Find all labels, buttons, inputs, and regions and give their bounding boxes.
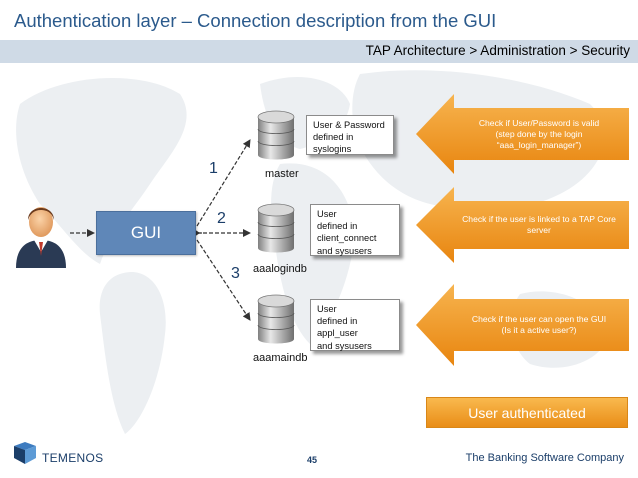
database-label: master <box>265 168 299 180</box>
database-icon <box>257 110 295 160</box>
temenos-logo-icon <box>14 442 36 464</box>
check-arrow: Check if the user is linked to a TAP Cor… <box>416 187 630 263</box>
callout-line: User <box>317 304 337 314</box>
user-authenticated-box: User authenticated <box>426 397 628 428</box>
step-number: 2 <box>217 210 226 227</box>
arrow-text-line: (step done by the login “aaa_login_manag… <box>495 128 583 150</box>
callout-box: User defined in client_connect and sysus… <box>310 204 400 256</box>
callout-line: defined in <box>317 316 358 327</box>
callout-line: syslogins <box>313 144 352 155</box>
arrow-text-line: Check if User/Password is valid <box>478 117 600 128</box>
callout-line: and sysusers <box>317 340 372 351</box>
callout-box: User & Password defined in syslogins <box>306 115 394 155</box>
page-number: 45 <box>307 455 318 465</box>
arrow-text-line: Check if the user can open the GUI <box>471 314 607 324</box>
database-icon <box>257 203 295 253</box>
temenos-logo-text: TEMENOS <box>42 451 104 465</box>
callout-line: User <box>317 209 337 219</box>
callout-line: defined in <box>313 132 354 143</box>
temenos-logo: TEMENOS <box>12 440 122 468</box>
database-icon <box>257 294 295 344</box>
callout-line: appl_user <box>317 328 358 339</box>
breadcrumb-bar: TAP Architecture > Administration > Secu… <box>0 40 638 63</box>
check-arrow: Check if the user can open the GUI (Is i… <box>416 284 630 366</box>
arrow-text-line: Check if the user is linked to a TAP Cor… <box>462 214 616 235</box>
user-icon <box>16 207 66 268</box>
check-arrow: Check if User/Password is valid (step do… <box>416 94 630 174</box>
callout-line: defined in <box>317 221 358 232</box>
gui-box: GUI <box>96 211 196 255</box>
step-number: 1 <box>209 160 218 177</box>
database-label: aaamaindb <box>253 352 308 364</box>
callout-line: User & Password <box>313 120 385 130</box>
arrow-text-line: (Is it a active user?) <box>501 325 577 335</box>
slide-title: Authentication layer – Connection descri… <box>14 10 497 31</box>
callout-line: client_connect <box>317 233 377 244</box>
step-number: 3 <box>231 265 240 282</box>
footer-tagline: The Banking Software Company <box>465 452 624 464</box>
database-label: aaalogindb <box>253 263 307 275</box>
callout-box: User defined in appl_user and sysusers <box>310 299 400 351</box>
callout-line: and sysusers <box>317 245 372 256</box>
breadcrumb: TAP Architecture > Administration > Secu… <box>365 43 630 58</box>
